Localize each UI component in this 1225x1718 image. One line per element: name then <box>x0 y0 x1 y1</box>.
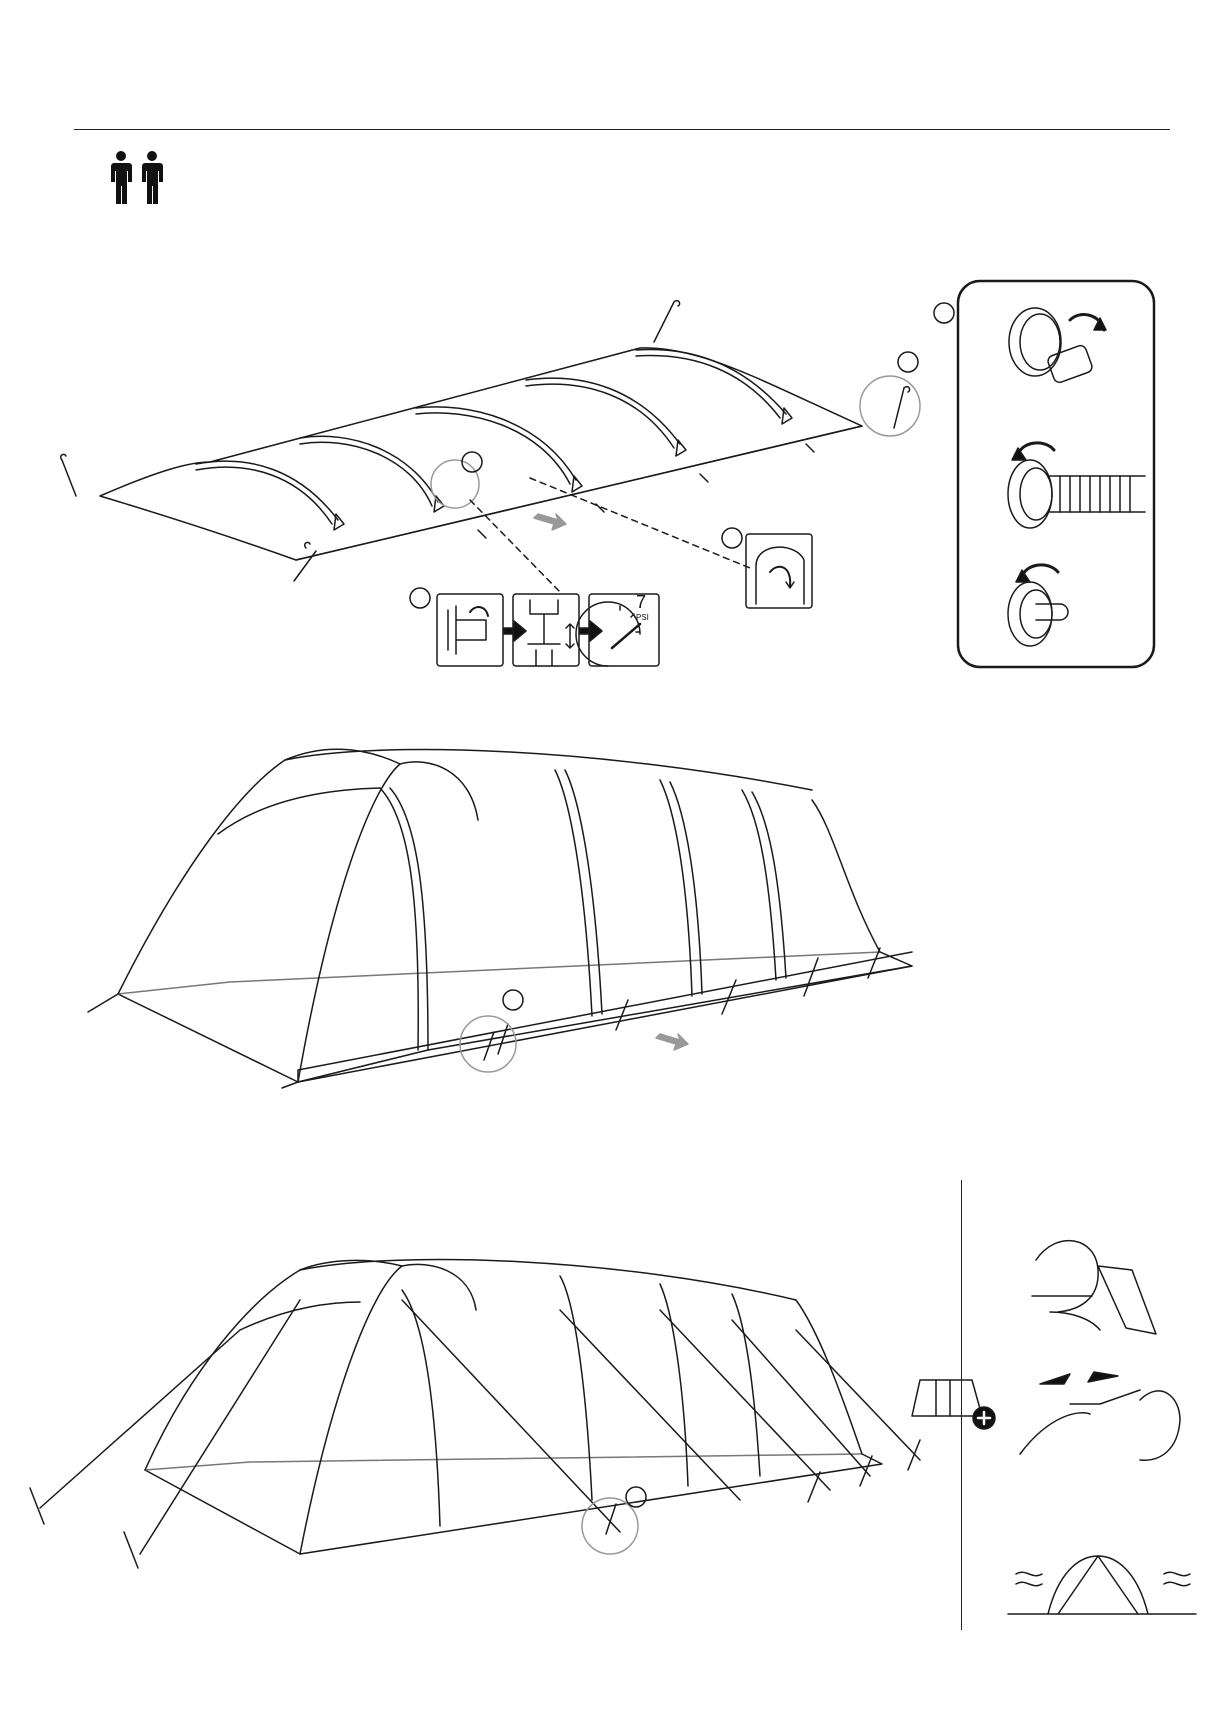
step-circle <box>934 303 954 323</box>
gauge-value: 7 <box>636 592 646 612</box>
valve-open-icon <box>437 594 503 666</box>
wind-direction-icon <box>1008 1556 1196 1614</box>
buckle-tension-icon <box>1032 1241 1156 1334</box>
arrow-icon <box>504 621 526 641</box>
gauge-icon <box>576 594 659 666</box>
flat-tent-illustration <box>61 301 920 592</box>
door-roll-icon <box>746 534 812 608</box>
step-circle <box>898 352 918 372</box>
pump-hose-attach-icon <box>1008 443 1145 528</box>
gauge-unit: PSI <box>636 613 649 622</box>
step-circle <box>722 528 742 548</box>
valve-cap-close-icon <box>1008 565 1068 646</box>
section-divider <box>961 1180 962 1630</box>
inflated-tent-illustration <box>88 749 912 1088</box>
arrow-icon <box>580 621 602 641</box>
buckle-connect-icon <box>1020 1372 1180 1460</box>
guylined-tent-illustration <box>30 1260 920 1568</box>
valve-cap-open-icon <box>1009 308 1106 384</box>
step-circle <box>410 588 430 608</box>
valve-callout-box <box>958 281 1154 667</box>
tent-plus-icon <box>912 1380 995 1429</box>
